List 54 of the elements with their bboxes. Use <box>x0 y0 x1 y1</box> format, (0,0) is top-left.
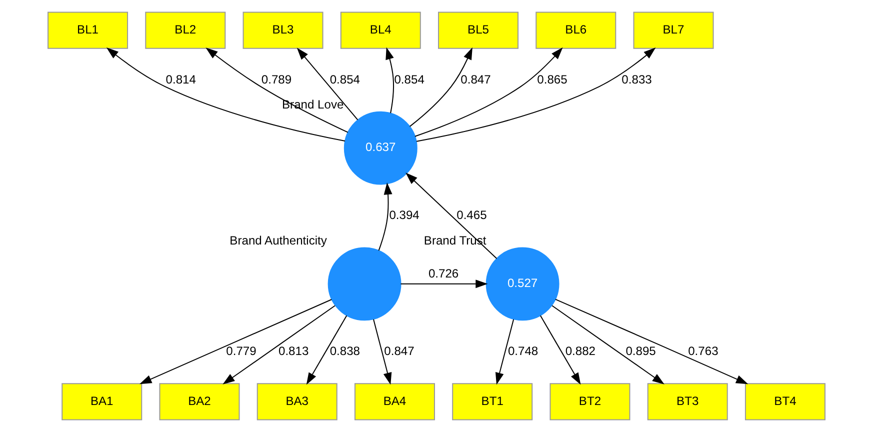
node-box: BT1 <box>452 383 532 420</box>
node-box: BA1 <box>61 383 142 420</box>
node-box: BL1 <box>47 12 128 49</box>
edge-label: 0.838 <box>329 344 360 358</box>
edge-label: 0.847 <box>384 344 414 358</box>
edge-label: 0.814 <box>165 72 196 86</box>
node-box: BL7 <box>632 12 714 49</box>
arrow <box>106 48 345 142</box>
edge-label: 0.748 <box>507 344 538 358</box>
arrow <box>405 172 497 259</box>
arrow <box>540 315 580 385</box>
node-box: BA4 <box>354 383 434 420</box>
edge-label: 0.465 <box>456 208 486 222</box>
node-box: BL5 <box>438 12 518 49</box>
arrow <box>400 280 488 288</box>
node-box: BA3 <box>256 383 337 420</box>
arrow <box>222 305 335 384</box>
edge-label: 0.813 <box>278 344 308 358</box>
arrow <box>372 319 392 385</box>
node-circle <box>327 247 401 321</box>
node-box: BL4 <box>340 12 420 49</box>
arrow <box>416 48 656 142</box>
edge-label: 0.895 <box>625 344 656 358</box>
node-box: BL2 <box>144 12 226 49</box>
arrow <box>409 47 472 127</box>
edge-label: 0.882 <box>564 344 596 358</box>
node-circle: 0.527 <box>485 247 559 321</box>
node-label: Brand Authenticity <box>229 233 326 248</box>
arrow <box>414 47 562 137</box>
arrow <box>551 305 664 384</box>
edge-label: 0.865 <box>536 72 567 86</box>
edge-label: 0.763 <box>688 344 718 358</box>
arrow <box>494 319 514 385</box>
edge-label: 0.394 <box>388 208 419 222</box>
edge-label: 0.726 <box>428 266 458 280</box>
node-box: BT2 <box>549 383 630 420</box>
arrow <box>296 48 358 120</box>
edge-label: 0.833 <box>621 72 652 86</box>
arrow <box>139 299 332 384</box>
node-box: BL3 <box>242 12 323 49</box>
node-box: BA2 <box>158 383 240 420</box>
node-box: BT3 <box>646 383 728 420</box>
arrow <box>205 48 348 133</box>
arrow <box>554 298 748 384</box>
edge-label: 0.847 <box>460 72 490 86</box>
node-box: BT4 <box>744 383 825 420</box>
node-box: BL6 <box>535 12 616 49</box>
edge-label: 0.779 <box>226 344 256 358</box>
arrow <box>385 47 394 114</box>
arrow <box>378 182 392 251</box>
edge-label: 0.854 <box>329 72 360 86</box>
edge-label: 0.789 <box>260 72 292 86</box>
edge-label: 0.854 <box>394 72 424 86</box>
arrow <box>306 315 347 385</box>
